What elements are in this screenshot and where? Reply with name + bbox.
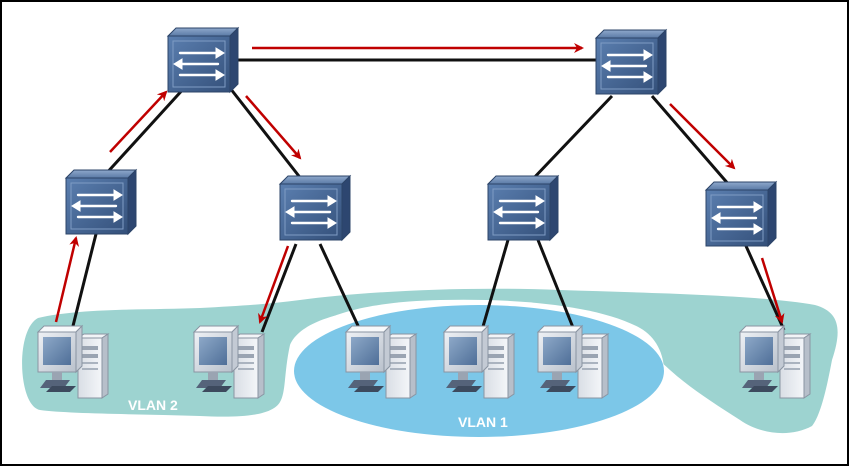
pc-6: [739, 325, 811, 399]
switch-core-right: [594, 28, 668, 96]
traffic-arrow-dist4-pc6: [760, 257, 785, 324]
traffic-arrow-dist2-pc2: [258, 245, 290, 324]
traffic-arrow-dist1-coreleft: [109, 90, 168, 153]
pc-3: [345, 325, 417, 399]
network-switch-icon: [704, 180, 778, 248]
pc-2: [193, 325, 265, 399]
vlan2-label: VLAN 2: [128, 397, 178, 413]
switch-core-left: [166, 26, 240, 94]
traffic-arrow-pc1-dist1: [54, 236, 80, 323]
link-coreright-dist4: [650, 95, 732, 187]
link-coreright-dist3: [528, 94, 614, 184]
link-dist2-pc2: [260, 243, 298, 333]
pc-1: [37, 325, 109, 399]
link-dist3-pc4: [480, 239, 510, 331]
pc-4: [443, 325, 515, 399]
switch-dist-2: [278, 174, 352, 242]
traffic-arrow-coreleft-dist2: [245, 95, 302, 160]
network-switch-icon: [166, 26, 240, 94]
desktop-computer-icon: [537, 325, 609, 399]
traffic-path: [54, 43, 785, 324]
switch-dist-1: [64, 168, 138, 236]
desktop-computer-icon: [193, 325, 265, 399]
desktop-computer-icon: [739, 325, 811, 399]
desktop-computer-icon: [443, 325, 515, 399]
links: [70, 58, 786, 333]
link-coreleft-dist2: [228, 87, 304, 181]
network-switch-icon: [64, 168, 138, 236]
pc-5: [537, 325, 609, 399]
network-switch-icon: [486, 174, 560, 242]
switch-dist-4: [704, 180, 778, 248]
switch-dist-3: [486, 174, 560, 242]
link-dist1-pc1: [70, 233, 98, 331]
link-coreleft-dist1: [102, 84, 188, 178]
desktop-computer-icon: [345, 325, 417, 399]
network-switch-icon: [278, 174, 352, 242]
vlan1-label: VLAN 1: [458, 414, 508, 430]
link-dist2-pc3: [318, 243, 362, 331]
traffic-arrow-coreright-dist4: [669, 103, 736, 170]
desktop-computer-icon: [37, 325, 109, 399]
link-dist3-pc5: [536, 239, 576, 331]
network-switch-icon: [594, 28, 668, 96]
